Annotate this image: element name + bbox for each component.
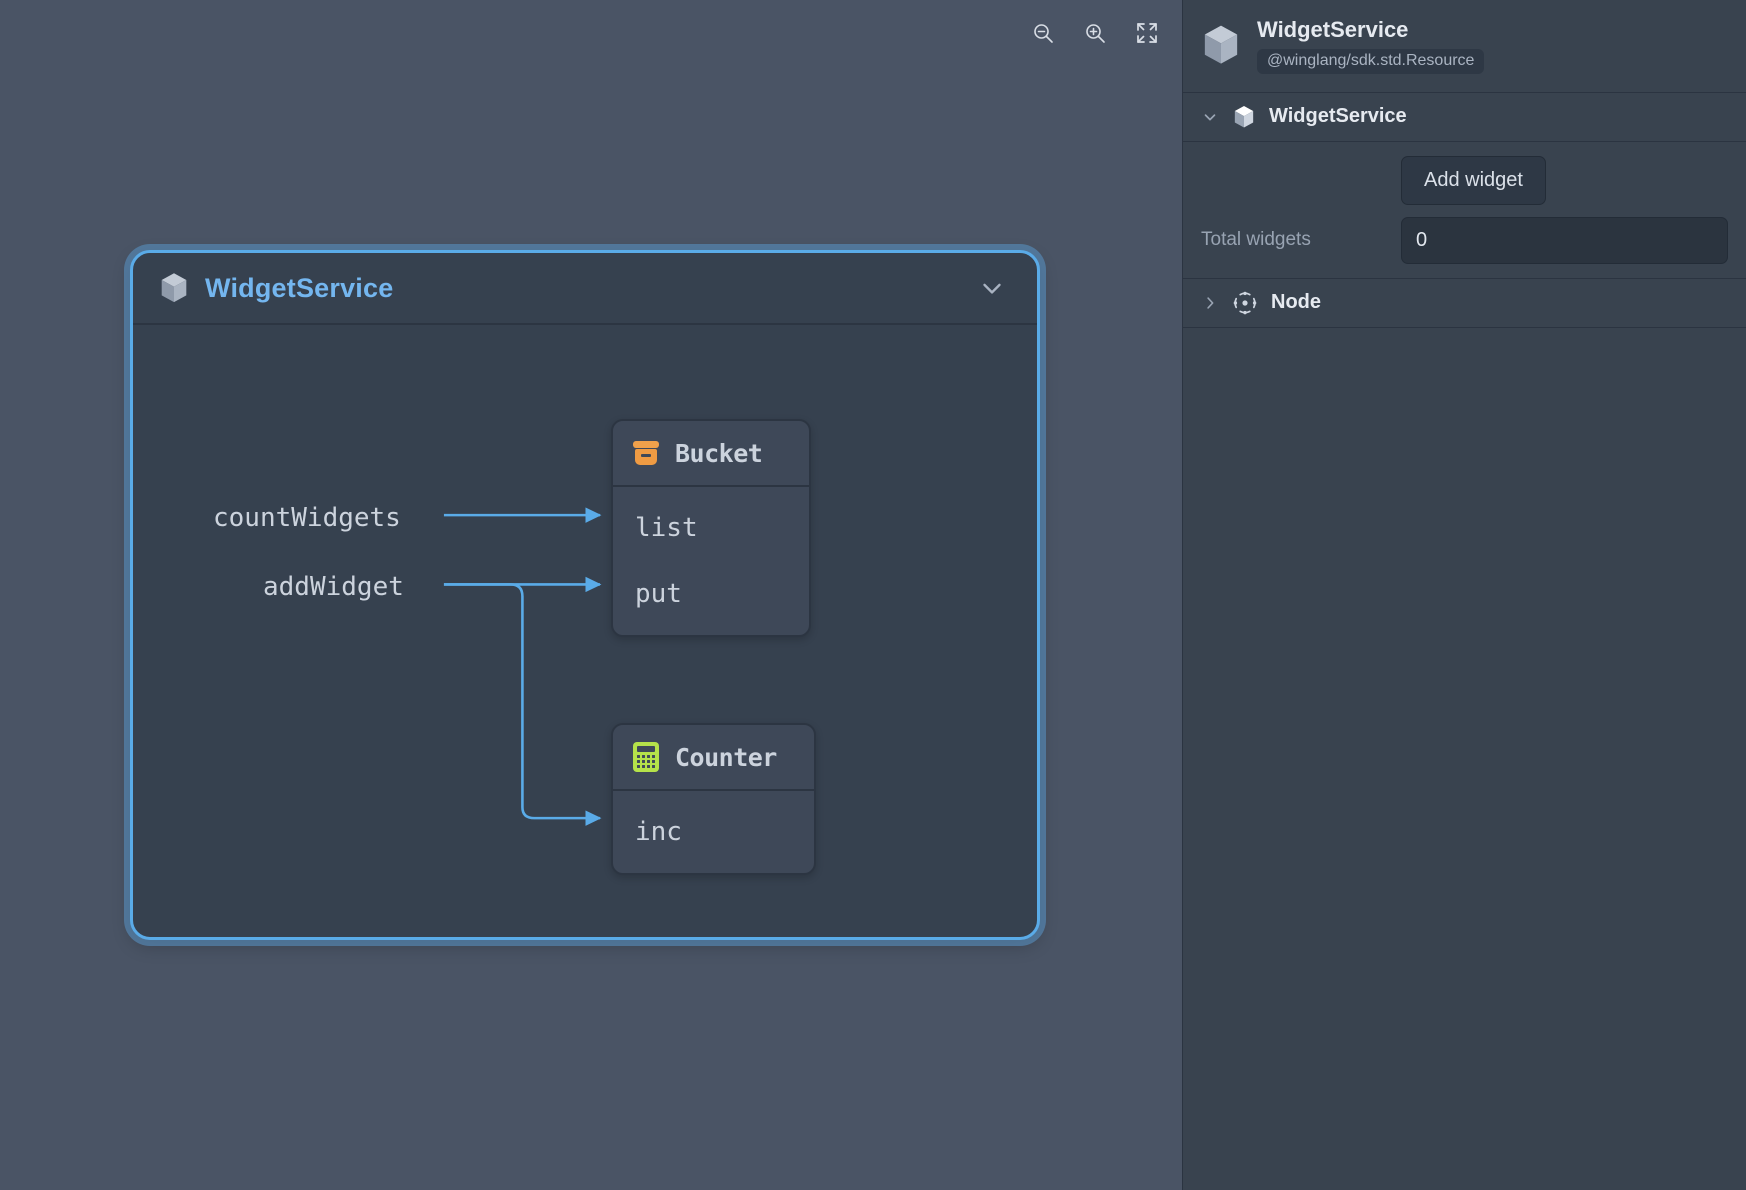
inspector-sidebar: WidgetService @winglang/sdk.std.Resource… <box>1182 0 1746 1190</box>
resource-node-bucket-header: Bucket <box>613 421 809 487</box>
method-row[interactable]: put <box>635 579 682 609</box>
resource-node-counter-methods: inc <box>613 791 814 873</box>
field-label: Total widgets <box>1201 229 1311 250</box>
field-row-total-widgets: Total widgets <box>1201 216 1728 264</box>
resource-node-counter[interactable]: Counter inc <box>611 723 816 875</box>
chevron-down-icon[interactable] <box>1201 108 1219 126</box>
root-node-body: countWidgets addWidget Bucket list put <box>133 325 1037 935</box>
add-widget-button[interactable]: Add widget <box>1401 155 1546 205</box>
chevron-right-icon[interactable] <box>1201 294 1219 312</box>
field-control <box>1401 216 1728 264</box>
chevron-down-icon[interactable] <box>977 273 1007 303</box>
sidebar-section-title: WidgetService <box>1269 105 1407 127</box>
inspector-header-text: WidgetService @winglang/sdk.std.Resource <box>1257 16 1485 74</box>
zoom-out-icon[interactable] <box>1028 18 1058 48</box>
method-row[interactable]: inc <box>635 817 682 847</box>
sidebar-section-title: Node <box>1271 291 1321 313</box>
cube-icon <box>161 273 187 303</box>
source-label-addwidget: addWidget <box>263 572 404 602</box>
status-badge: @winglang/sdk.std.Resource <box>1257 48 1485 74</box>
inspector-header: WidgetService @winglang/sdk.std.Resource <box>1183 0 1746 93</box>
field-row-add-widget: Add widget <box>1201 155 1728 205</box>
root-node-header[interactable]: WidgetService <box>133 253 1037 325</box>
zoom-in-icon[interactable] <box>1080 18 1110 48</box>
root-node-title: WidgetService <box>205 272 394 303</box>
canvas-toolbar <box>1028 18 1162 48</box>
resource-node-bucket-methods: list put <box>613 487 809 635</box>
sidebar-spacer <box>1183 328 1746 1190</box>
field-control: Add widget <box>1401 155 1728 205</box>
method-row[interactable]: list <box>635 513 698 543</box>
bucket-icon <box>633 440 659 466</box>
cube-icon <box>1204 25 1238 64</box>
sidebar-section-node[interactable]: Node <box>1183 279 1746 328</box>
source-label-countwidgets: countWidgets <box>213 503 401 533</box>
total-widgets-input[interactable] <box>1401 216 1728 264</box>
root-node-widgetservice[interactable]: WidgetService <box>130 250 1040 940</box>
canvas-pane[interactable]: WidgetService <box>0 0 1182 1190</box>
resource-node-counter-title: Counter <box>675 742 777 772</box>
sidebar-section-widgetservice[interactable]: WidgetService <box>1183 93 1746 142</box>
resource-node-bucket[interactable]: Bucket list put <box>611 419 811 637</box>
calculator-icon <box>633 742 659 772</box>
cube-icon <box>1234 105 1254 128</box>
page-title: WidgetService <box>1257 17 1409 42</box>
edge-addwidget-inc <box>443 583 602 826</box>
fit-to-screen-icon[interactable] <box>1132 18 1162 48</box>
resource-node-counter-header: Counter <box>613 725 814 791</box>
sidebar-section-widgetservice-body: Add widget Total widgets <box>1183 142 1746 279</box>
node-dot-icon <box>1233 291 1257 314</box>
resource-node-bucket-title: Bucket <box>675 438 763 468</box>
edge-layer <box>443 507 602 826</box>
